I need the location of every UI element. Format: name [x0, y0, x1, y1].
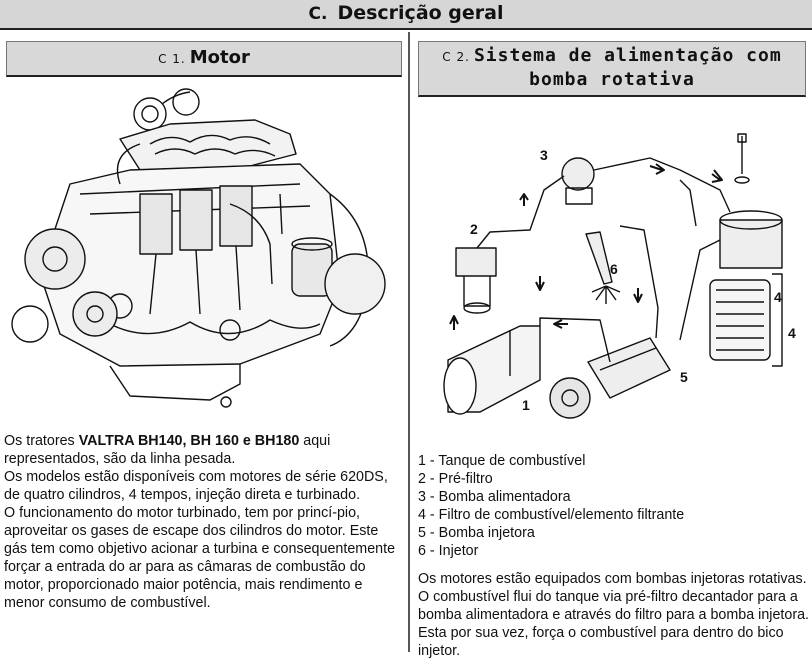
- subsection-number: C 2.: [442, 50, 470, 64]
- intro-text-end: aqui representados, são da linha pesada.: [4, 433, 331, 467]
- turbo-paragraph: O funcionamento do motor turbinado, tem …: [4, 505, 396, 611]
- callout-3: 3: [540, 147, 548, 163]
- column-divider: [408, 32, 410, 652]
- callout-1: 1: [522, 397, 530, 413]
- legend-item: 5 - Bomba injetora: [418, 525, 535, 541]
- intro-text: Os tratores: [4, 433, 79, 449]
- callout-6: 6: [610, 261, 618, 277]
- models-bold: VALTRA BH140, BH 160 e BH180: [78, 433, 300, 449]
- subsection-title-line1: Sistema de alimentação com: [473, 45, 782, 66]
- section-title: Descrição geral: [337, 2, 504, 24]
- subsection-title-line2: bomba rotativa: [529, 69, 695, 90]
- section-letter: C.: [308, 4, 328, 24]
- callout-4b: 4: [788, 325, 796, 341]
- diagram-legend: 1 - Tanque de combustível 2 - Pré-filtro…: [418, 452, 808, 560]
- subsection-title: Motor: [189, 47, 250, 68]
- engine-illustration: [11, 88, 386, 408]
- legend-item: 6 - Injetor: [418, 543, 479, 559]
- intro-paragraph: Os tratores VALTRA BH140, BH 160 e BH180…: [4, 432, 404, 468]
- subsection-header-motor: C 1.Motor: [6, 41, 402, 77]
- fuel-paragraph: Os motores estão equipados com bombas in…: [418, 571, 810, 659]
- models-paragraph: Os modelos estão disponíveis com motores…: [4, 469, 388, 503]
- callout-4a: 4: [774, 289, 782, 305]
- fuel-system-description: Os motores estão equipados com bombas in…: [418, 570, 810, 660]
- subsection-header-fuel-system: C 2.Sistema de alimentação com bomba rot…: [418, 41, 806, 97]
- fuel-system-diagram: 1 2 3 4 4 5 6: [443, 133, 796, 419]
- legend-item: 3 - Bomba alimentadora: [418, 489, 571, 505]
- callout-2: 2: [470, 221, 478, 237]
- callout-5: 5: [680, 369, 688, 385]
- section-header: C. Descrição geral: [0, 0, 812, 30]
- motor-description: Os tratores VALTRA BH140, BH 160 e BH180…: [4, 432, 404, 612]
- legend-item: 4 - Filtro de combustível/elemento filtr…: [418, 507, 685, 523]
- legend-item: 2 - Pré-filtro: [418, 471, 493, 487]
- subsection-number: C 1.: [158, 52, 186, 66]
- legend-item: 1 - Tanque de combustível: [418, 453, 586, 469]
